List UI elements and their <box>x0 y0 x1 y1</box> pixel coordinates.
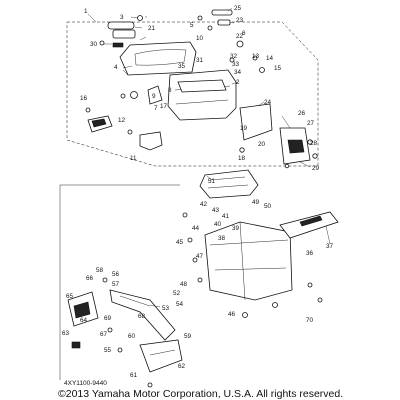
callout-1: 1 <box>84 8 88 15</box>
callout-35: 35 <box>178 63 186 70</box>
callout-63: 63 <box>62 330 70 337</box>
callout-55: 55 <box>104 347 112 354</box>
callout-56: 56 <box>112 271 120 278</box>
lower-saddlebag-case <box>204 221 293 301</box>
callout-20: 20 <box>258 141 266 148</box>
saddlebag-lid <box>119 41 197 76</box>
callout-34: 34 <box>234 69 242 76</box>
saddlebag-body <box>167 69 237 121</box>
drawing-code: 4XY1100-9440 <box>64 380 107 387</box>
callout-16: 16 <box>80 95 88 102</box>
callout-4: 4 <box>114 64 118 71</box>
callout-27: 27 <box>307 120 315 127</box>
callout-48: 48 <box>180 281 188 288</box>
callout-leaders <box>104 7 331 308</box>
callout-17: 17 <box>160 103 168 110</box>
callout-65: 65 <box>66 293 74 300</box>
callout-41: 41 <box>222 213 230 220</box>
callout-61: 61 <box>130 372 138 379</box>
callout-7: 7 <box>154 105 158 112</box>
hardware-upper-right <box>197 9 265 73</box>
callout-67: 67 <box>100 331 108 338</box>
callout-49: 49 <box>252 199 260 206</box>
callout-25: 25 <box>234 5 242 12</box>
callout-3: 3 <box>120 14 124 21</box>
callout-13: 13 <box>252 53 260 60</box>
callout-68: 68 <box>138 313 146 320</box>
callout-15: 15 <box>274 65 282 72</box>
callout-9: 9 <box>152 93 156 100</box>
callout-12: 12 <box>118 117 126 124</box>
callout-labels: 1 2 3 4 5 6 7 8 9 10 11 12 13 14 15 16 1… <box>62 5 334 379</box>
callout-57: 57 <box>112 281 120 288</box>
callout-43: 43 <box>212 207 220 214</box>
callout-42: 42 <box>200 201 208 208</box>
support-bracket-left <box>109 289 176 341</box>
callout-6: 6 <box>242 30 246 37</box>
callout-2: 2 <box>236 79 240 86</box>
callout-39: 39 <box>232 225 240 232</box>
side-plate <box>67 291 99 327</box>
callout-66: 66 <box>86 275 94 282</box>
callout-30: 30 <box>90 41 98 48</box>
bottom-bracket <box>139 339 183 373</box>
callout-26: 26 <box>298 110 306 117</box>
callout-44: 44 <box>192 225 200 232</box>
callout-31: 31 <box>196 57 204 64</box>
lower-mount-rail <box>279 211 339 239</box>
callout-47: 47 <box>196 253 204 260</box>
callout-14: 14 <box>266 55 274 62</box>
callout-50: 50 <box>264 203 272 210</box>
callout-37: 37 <box>326 243 334 250</box>
callout-36: 36 <box>306 250 314 257</box>
callout-21: 21 <box>148 25 156 32</box>
callout-10: 10 <box>196 35 204 42</box>
callout-62: 62 <box>178 363 186 370</box>
callout-46: 46 <box>228 311 236 318</box>
callout-8: 8 <box>168 87 172 94</box>
callout-52: 52 <box>173 290 181 297</box>
callout-58: 58 <box>96 267 104 274</box>
hinge-brackets-left <box>85 85 163 151</box>
lower-assembly-outline <box>59 184 180 380</box>
mount-bracket-upper-right <box>239 103 318 169</box>
callout-69: 69 <box>104 315 112 322</box>
callout-54: 54 <box>176 301 184 308</box>
callout-23: 23 <box>236 17 244 24</box>
callout-18: 18 <box>238 155 246 162</box>
callout-19: 19 <box>240 125 248 132</box>
callout-51: 51 <box>208 178 216 185</box>
callout-45: 45 <box>176 239 184 246</box>
callout-64: 64 <box>80 317 88 324</box>
callout-29: 29 <box>312 165 320 172</box>
callout-24: 24 <box>264 99 272 106</box>
lid-emblem-parts <box>99 15 143 48</box>
upper-assembly-outline <box>66 13 319 167</box>
callout-11: 11 <box>130 155 137 162</box>
callout-32: 32 <box>230 53 238 60</box>
callout-53: 53 <box>162 305 170 312</box>
callout-28: 28 <box>310 140 318 147</box>
liner-pad <box>199 169 259 199</box>
callout-40: 40 <box>214 221 222 228</box>
callout-59: 59 <box>184 333 192 340</box>
callout-33: 33 <box>232 61 240 68</box>
callout-70: 70 <box>306 317 314 324</box>
copyright-notice: ©2013 Yamaha Motor Corporation, U.S.A. A… <box>58 388 343 400</box>
callout-22: 22 <box>236 33 244 40</box>
callout-5: 5 <box>190 22 194 29</box>
callout-60: 60 <box>128 333 136 340</box>
lower-fasteners <box>71 212 323 388</box>
callout-38: 38 <box>218 235 226 242</box>
